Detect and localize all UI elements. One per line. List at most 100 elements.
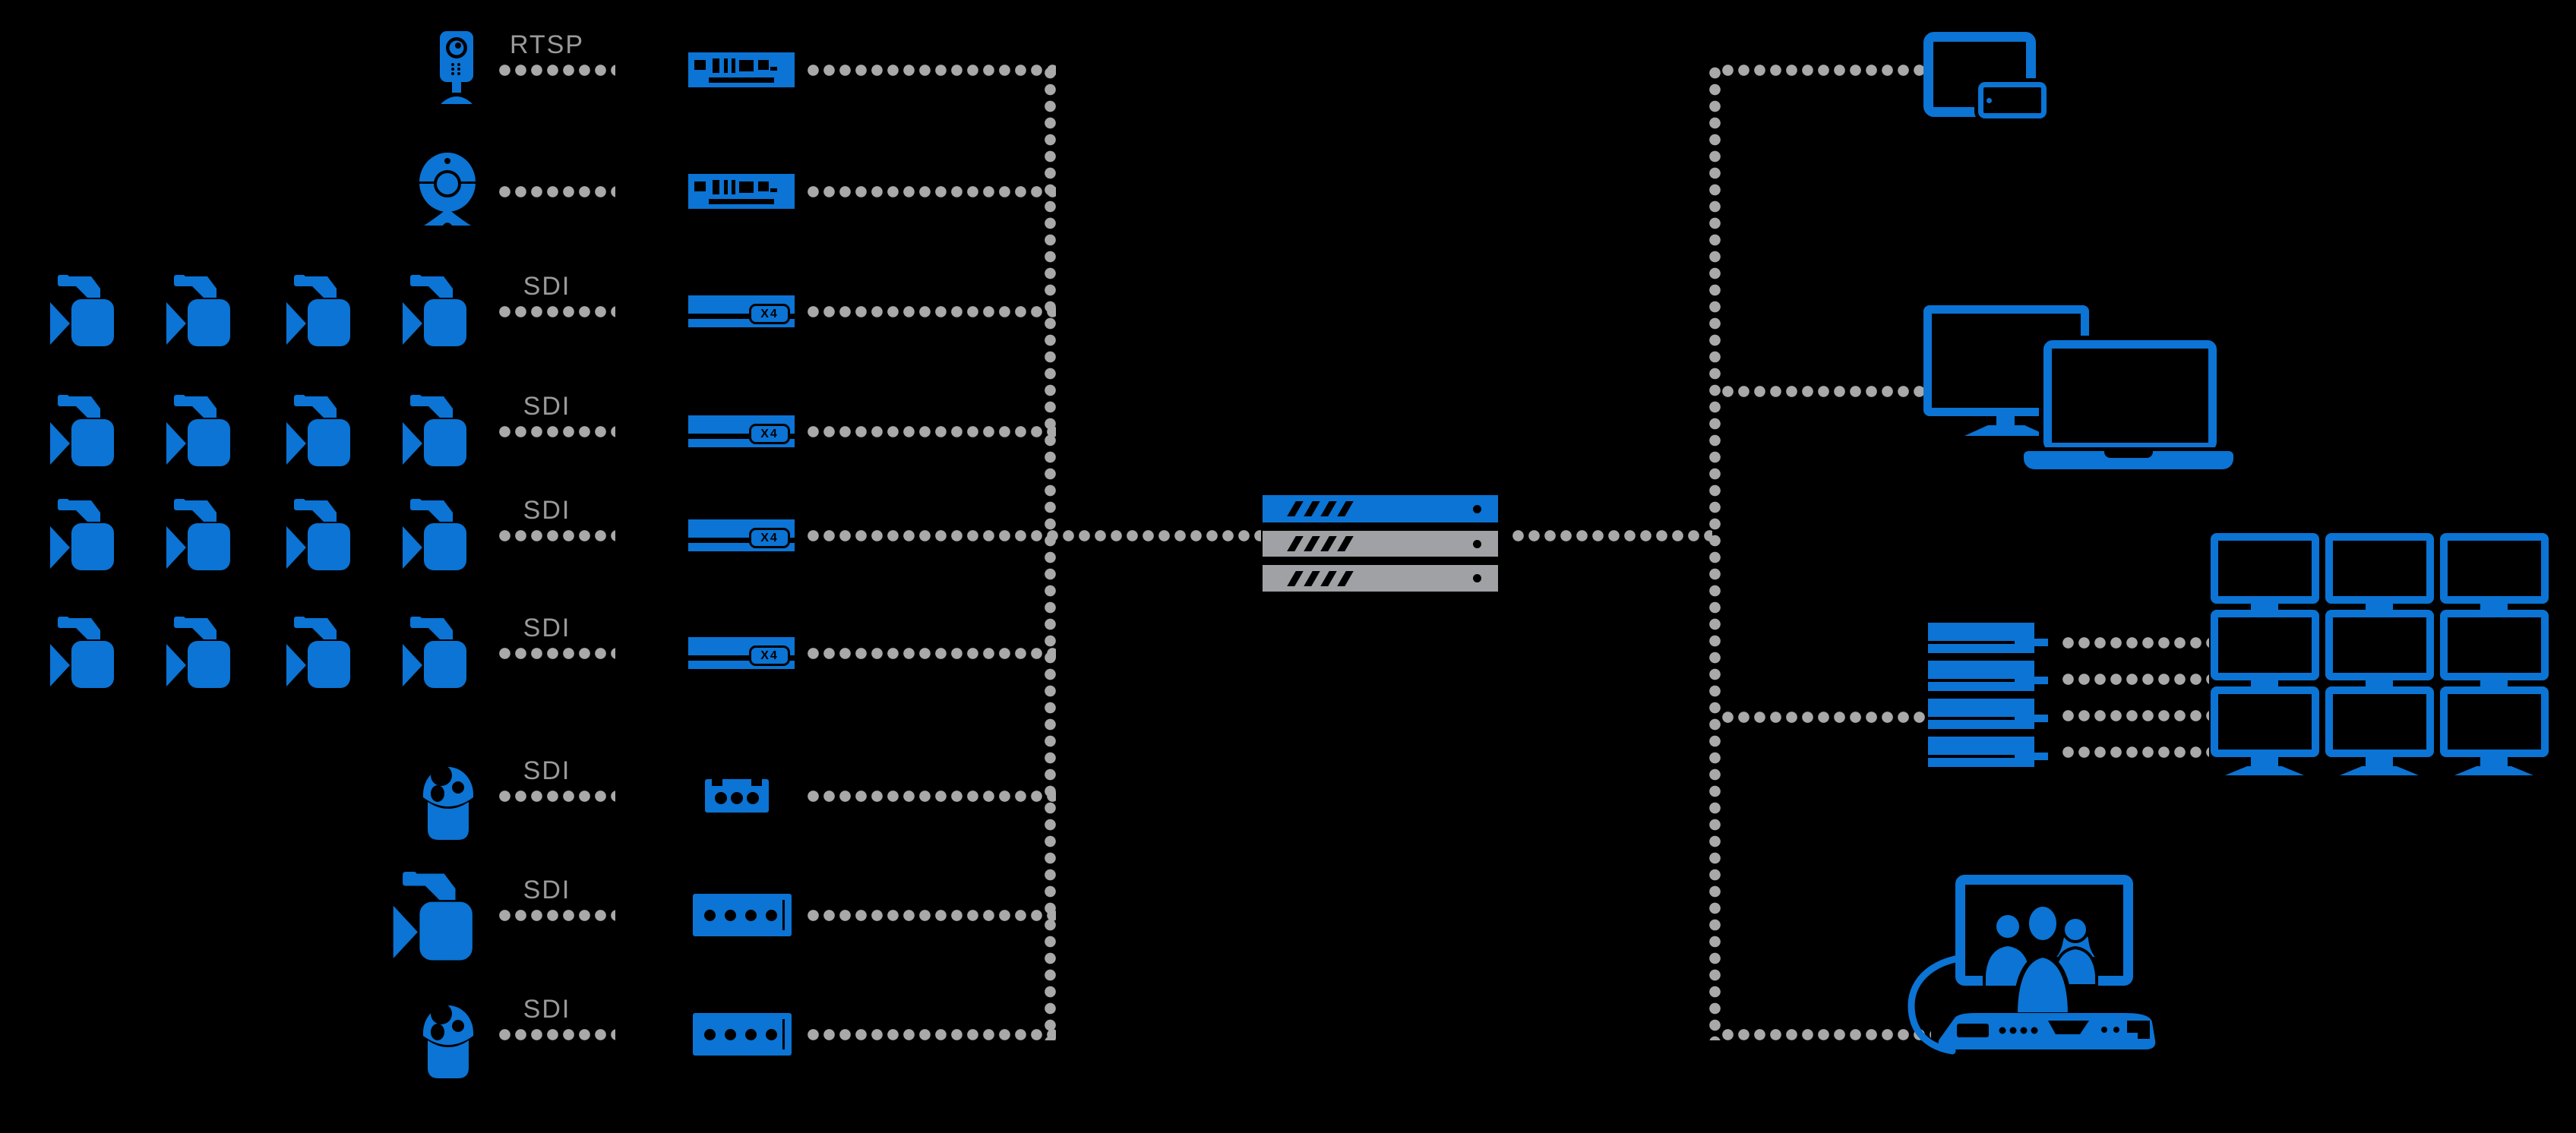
video-camera-icon	[166, 395, 230, 466]
video-camera-icon	[403, 275, 466, 346]
right-bus-line	[1709, 65, 1721, 1040]
ptz-dome-camera-icon	[423, 765, 473, 840]
wall-stand-base	[2225, 766, 2304, 775]
ptz-dome-camera-icon	[423, 1003, 473, 1078]
video-wall-monitor	[2211, 610, 2319, 680]
connection-line	[805, 648, 1056, 659]
compact-encoder-4port-icon	[693, 1013, 792, 1056]
connection-line	[497, 530, 615, 541]
connection-line	[805, 791, 1056, 802]
x4-encoder-icon: X4	[688, 519, 795, 551]
video-camera-icon	[50, 617, 114, 688]
ip-camera-icon	[440, 31, 473, 104]
wall-stand-base	[2340, 766, 2419, 775]
video-camera-icon	[166, 499, 230, 570]
laptop-screen-icon	[2043, 340, 2217, 451]
video-wall-monitor	[2325, 610, 2434, 680]
connection-line	[497, 648, 615, 659]
video-wall-monitor	[2440, 610, 2549, 680]
x4-encoder-icon: X4	[688, 295, 795, 327]
video-wall-monitor	[2440, 686, 2549, 757]
connection-line	[497, 1029, 615, 1040]
conference-codec-icon	[1938, 1013, 2156, 1049]
wall-stand	[2366, 756, 2393, 766]
video-wall-monitor	[2325, 686, 2434, 757]
rackmount-encoder-icon	[688, 52, 795, 87]
webcam-icon	[419, 153, 476, 226]
connection-line	[805, 426, 1056, 437]
video-camera-icon	[403, 617, 466, 688]
branch-to-video-wall	[1720, 712, 1928, 723]
connection-line	[1510, 530, 1712, 541]
video-camera-icon	[166, 275, 230, 346]
row5-protocol-label: SDI	[523, 496, 571, 525]
video-camera-icon	[286, 617, 350, 688]
video-camera-icon	[403, 499, 466, 570]
branch-to-mobile	[1720, 65, 1923, 76]
video-camera-icon	[50, 499, 114, 570]
connection-line	[497, 910, 615, 921]
connection-line	[805, 1029, 1056, 1040]
wall-stem	[2480, 602, 2508, 611]
server-unit-2	[1263, 531, 1498, 557]
row9-protocol-label: SDI	[523, 995, 571, 1024]
compact-encoder-4port-icon	[693, 894, 792, 936]
server-unit-3	[1263, 565, 1498, 592]
row6-protocol-label: SDI	[523, 614, 571, 642]
connection-line	[497, 426, 615, 437]
video-wall-monitor	[2325, 533, 2434, 604]
connection-line	[805, 65, 1056, 76]
video-camera-icon	[403, 395, 466, 466]
video-camera-icon	[286, 275, 350, 346]
row8-protocol-label: SDI	[523, 876, 571, 904]
video-camera-icon	[50, 275, 114, 346]
wall-feed-line-3	[2060, 710, 2209, 721]
conference-people-icon	[1983, 902, 2102, 1015]
row1-protocol-label: RTSP	[509, 30, 585, 59]
connection-line	[497, 306, 615, 317]
streaming-server-icon	[1263, 495, 1498, 592]
video-camera-icon	[166, 617, 230, 688]
wall-stand	[2480, 756, 2508, 766]
connection-line	[497, 186, 615, 197]
branch-to-conference	[1720, 1029, 1931, 1040]
connection-line	[805, 306, 1056, 317]
video-wall-monitor	[2440, 533, 2549, 604]
laptop-base	[2024, 451, 2233, 469]
video-wall-processor-icon	[1928, 623, 2050, 775]
video-camera-icon	[393, 871, 473, 961]
rackmount-encoder-icon	[688, 174, 795, 209]
compact-encoder-3port-icon	[705, 779, 769, 813]
video-camera-icon	[286, 395, 350, 466]
wall-feed-line-2	[2060, 674, 2209, 685]
wall-stem	[2366, 602, 2393, 611]
x4-badge: X4	[749, 424, 790, 444]
monitor-stand	[1996, 416, 2015, 425]
connection-line	[497, 791, 615, 802]
wall-stand	[2251, 756, 2278, 766]
x4-encoder-icon: X4	[688, 415, 795, 447]
video-wall-monitor	[2211, 686, 2319, 757]
x4-badge: X4	[749, 304, 790, 324]
monitor-base	[1964, 425, 2048, 436]
wall-stem	[2480, 679, 2508, 688]
video-camera-icon	[50, 395, 114, 466]
server-unit-1	[1263, 495, 1498, 522]
video-wall-monitor	[2211, 533, 2319, 604]
wall-feed-line-4	[2060, 746, 2209, 758]
conference-cable	[1908, 953, 1977, 1055]
row4-protocol-label: SDI	[523, 392, 571, 421]
video-camera-icon	[286, 499, 350, 570]
connection-line-to-server	[805, 530, 1261, 541]
left-bus-line	[1045, 65, 1056, 1040]
x4-badge: X4	[749, 645, 790, 666]
branch-to-computers	[1720, 386, 1923, 397]
x4-badge: X4	[749, 528, 790, 548]
wall-stem	[2251, 602, 2278, 611]
connection-line	[497, 65, 615, 76]
smartphone-icon	[1978, 82, 2047, 118]
wall-stem	[2366, 679, 2393, 688]
wall-stand-base	[2454, 766, 2533, 775]
row3-protocol-label: SDI	[523, 272, 571, 301]
